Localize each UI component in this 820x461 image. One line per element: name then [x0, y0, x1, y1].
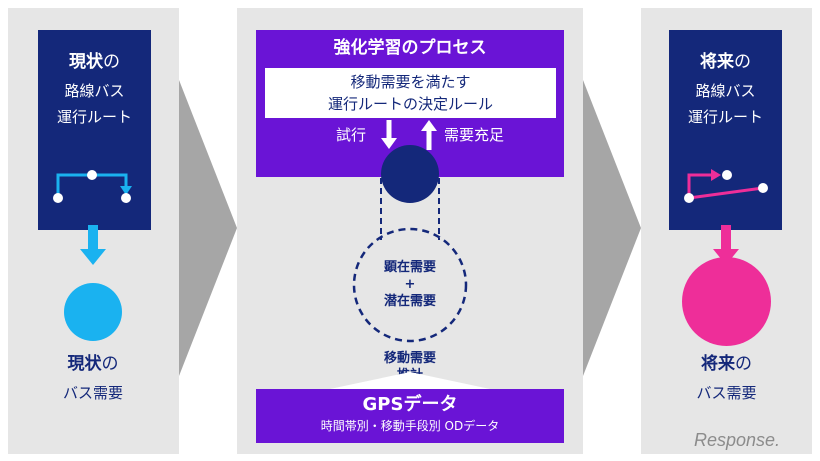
gps-data-box: GPSデータ 時間帯別・移動手段別 ODデータ	[256, 389, 564, 443]
current-route-line3: 運行ルート	[56, 108, 132, 126]
agent-circle	[381, 145, 439, 203]
future-route-line3: 運行ルート	[687, 108, 763, 126]
current-demand-label: 現状の バス需要	[62, 354, 123, 402]
future-demand-circle	[682, 257, 771, 346]
current-demand-circle	[64, 283, 122, 341]
current-route-diagram	[53, 170, 132, 203]
agent-demand-diagram	[352, 178, 468, 343]
current-down-arrow	[80, 225, 106, 265]
future-route-line2: 路線バス	[695, 82, 756, 100]
trial-down-arrow	[381, 120, 397, 149]
future-route-diagram	[684, 169, 768, 203]
demand-satisfied-label: 需要充足	[444, 126, 505, 144]
decision-rule-box: 移動需要を満たす 運行ルートの決定ルール	[265, 68, 556, 118]
estimate-up-arrow	[330, 372, 490, 389]
future-demand-label: 将来の バス需要	[696, 354, 757, 402]
chevron-arrow-right	[583, 80, 641, 376]
current-route-title: 現状の	[69, 52, 120, 72]
current-route-line2: 路線バス	[64, 82, 125, 100]
rl-process-title: 強化学習のプロセス	[333, 38, 487, 58]
gps-data-title: GPSデータ	[362, 394, 458, 415]
chevron-arrow-left	[179, 80, 237, 376]
demand-up-arrow	[421, 120, 437, 150]
future-route-box: 将来の 路線バス 運行ルート	[669, 30, 782, 230]
future-route-title: 将来の	[700, 52, 751, 72]
demand-circle-label: 顕在需要 + 潜在需要	[383, 260, 436, 309]
trial-label: 試行	[336, 126, 367, 144]
gps-data-subtitle: 時間帯別・移動手段別 ODデータ	[320, 419, 500, 433]
current-route-box: 現状の 路線バス 運行ルート	[38, 30, 151, 230]
response-watermark: Response.	[694, 430, 781, 450]
